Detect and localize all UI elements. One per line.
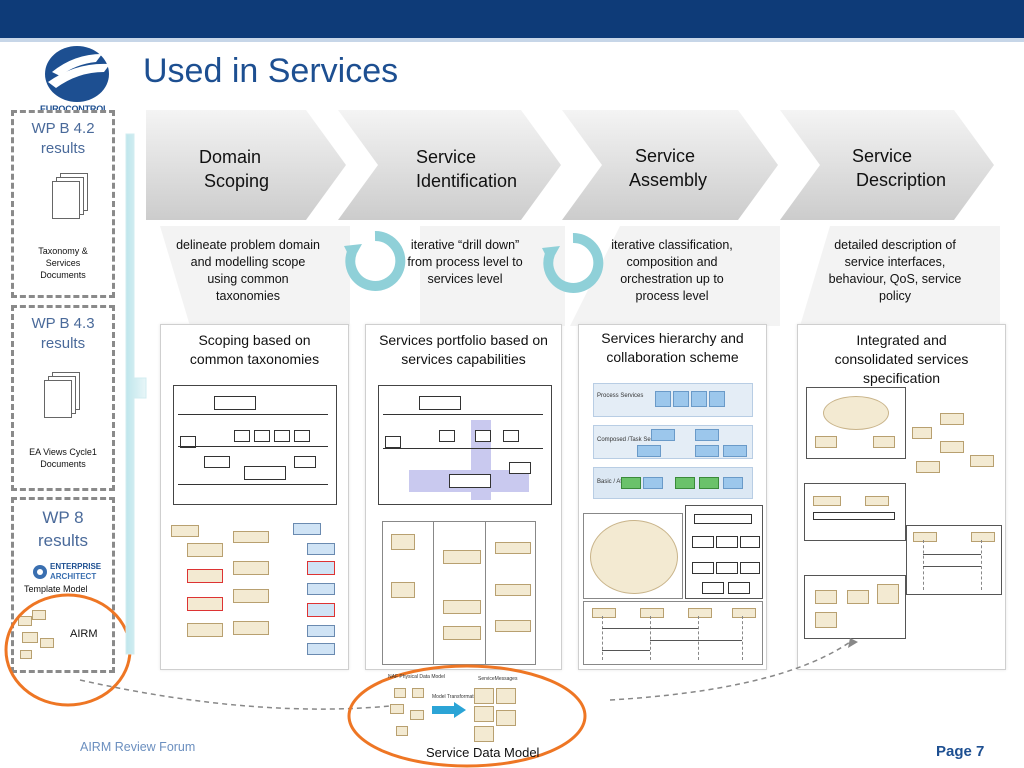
iteration-cycle-icon (542, 232, 604, 293)
wp-b42-box: WP B 4.2 results Taxonomy & Services Doc… (11, 110, 115, 298)
behaviour-diagram (906, 407, 1000, 497)
data-model-diagram (804, 575, 906, 639)
sequence-diagram (583, 601, 763, 665)
wp-b43-box: WP B 4.3 results EA Views Cycle1 Documen… (11, 305, 115, 491)
phase-label-service-assembly: Service Assembly (629, 144, 707, 192)
page-number: Page 7 (936, 743, 985, 760)
description-domain-scoping: delineate problem domain and modelling s… (176, 238, 320, 303)
chevron-domain-scoping (146, 110, 346, 220)
badge-line2: ARCHITECT (50, 572, 97, 581)
phase-label-line2: Assembly (629, 170, 708, 190)
composition-diagram (685, 505, 763, 599)
enterprise-architect-icon (33, 565, 47, 579)
chevron-service-description (780, 110, 994, 220)
top-banner (0, 0, 1024, 38)
phase-label-line2: Description (856, 170, 947, 190)
chevron-service-identification (338, 110, 561, 220)
service-data-model-ellipse (347, 664, 587, 768)
wp8-box: WP 8 results ENTERPRISE ARCHITECT Templa… (11, 497, 115, 673)
document-stack-icon (44, 372, 80, 418)
description-service-assembly: iterative classification, composition an… (611, 238, 733, 303)
capability-table-diagram (382, 521, 536, 665)
panel-scoping: Scoping based on common taxonomies (160, 324, 349, 670)
page-title: Used in Services (143, 52, 399, 90)
template-model-label: Template Model (24, 584, 88, 594)
service-hierarchy-diagram: Process Services Composed /Task Services… (593, 383, 753, 499)
sdm-mid-title: Model Transformation (432, 694, 481, 700)
eurocontrol-logo-icon (45, 46, 110, 102)
airm-label: AIRM (70, 628, 98, 640)
scoping-process-diagram (173, 385, 337, 505)
sdm-left-title: NAF Physical Data Model (388, 674, 445, 680)
phase-label-service-description: Service Description (852, 144, 946, 192)
panel-title-assembly: Services hierarchy and collaboration sch… (601, 330, 744, 365)
panel-title-identification: Services portfolio based on services cap… (379, 332, 548, 367)
transform-arrow-icon (432, 702, 466, 718)
hierarchy-layer-label: Composed /Task Services (597, 437, 667, 443)
panel-assembly: Services hierarchy and collaboration sch… (578, 324, 767, 670)
iteration-cycle-icon (344, 230, 406, 291)
description-service-identification: iterative “drill down” from process leve… (407, 238, 523, 286)
taxonomy-tree-diagram (167, 521, 343, 661)
document-stack-icon (52, 173, 88, 219)
qos-diagram (804, 483, 906, 541)
panel-title-description: Integrated and consolidated services spe… (834, 332, 969, 386)
panel-identification: Services portfolio based on services cap… (365, 324, 562, 670)
policy-sequence-diagram (906, 525, 1002, 595)
sdm-right-title: ServiceMessages (478, 676, 518, 682)
flow-arrow-icon (125, 133, 147, 655)
phase-label-service-identification: Service Identification (416, 145, 517, 193)
footer-forum-name: AIRM Review Forum (80, 740, 196, 754)
enterprise-architect-badge: ENTERPRISE ARCHITECT (32, 562, 101, 584)
panel-description: Integrated and consolidated services spe… (797, 324, 1006, 670)
chevron-service-assembly (562, 110, 778, 220)
wp-b43-title: WP B 4.3 results (31, 315, 95, 352)
logo-text: EUROCONTROL (40, 104, 109, 114)
phase-label-domain-scoping: Domain Scoping (199, 145, 269, 193)
wp8-title: WP 8 results (37, 508, 89, 550)
top-banner-strip (0, 38, 1024, 42)
hierarchy-layer-label: Process Services (597, 393, 644, 399)
phase-label-line1: Service (416, 147, 477, 167)
phase-label-line1: Domain (199, 147, 262, 167)
badge-line1: ENTERPRISE (50, 562, 102, 571)
phase-label-line1: Service (635, 146, 696, 166)
panel-title-scoping: Scoping based on common taxonomies (189, 332, 320, 367)
interface-diagram (806, 387, 906, 459)
portfolio-process-diagram (378, 385, 552, 505)
service-data-model-diagram: NAF Physical Data Model Model Transforma… (388, 674, 538, 746)
hierarchy-layer-label: Basic / Atomic (597, 479, 635, 485)
airm-thumbnail (18, 610, 58, 660)
wp-b42-title: WP B 4.2 results (31, 120, 95, 157)
phase-label-line2: Scoping (204, 171, 270, 191)
phase-label-line1: Service (852, 146, 913, 166)
wp-b43-caption: EA Views Cycle1 Documents (29, 447, 97, 469)
wp-b42-caption: Taxonomy & Services Documents (38, 246, 88, 280)
dashed-connector (79, 638, 858, 710)
funnel-shapes (160, 226, 1000, 326)
service-data-model-label: Service Data Model (426, 745, 540, 760)
phase-chevrons (146, 110, 994, 220)
collaboration-diagram (583, 513, 683, 599)
description-service-description: detailed description of service interfac… (828, 238, 962, 303)
phase-label-line2: Identification (416, 171, 518, 191)
